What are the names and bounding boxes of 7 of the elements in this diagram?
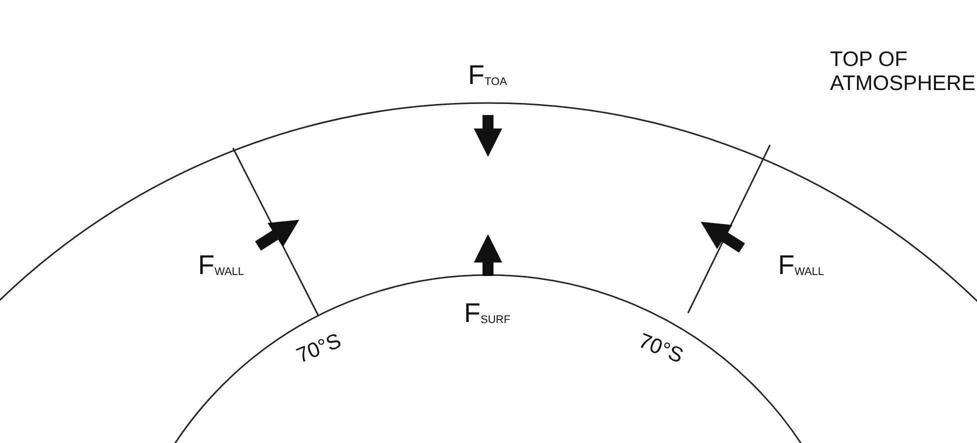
latitude-label: 70°S [294, 330, 344, 367]
flux-label: F$_{WALL}$ [198, 252, 244, 279]
latitude-label: 70°S [636, 330, 686, 367]
flux-label: F$_{TOA}$ [468, 62, 507, 89]
flux-label: F$_{SURF}$ [464, 300, 510, 327]
flux-label: F$_{WALL}$ [778, 252, 824, 279]
boundary-label: TOP OF ATMOSPHERE [830, 48, 976, 96]
